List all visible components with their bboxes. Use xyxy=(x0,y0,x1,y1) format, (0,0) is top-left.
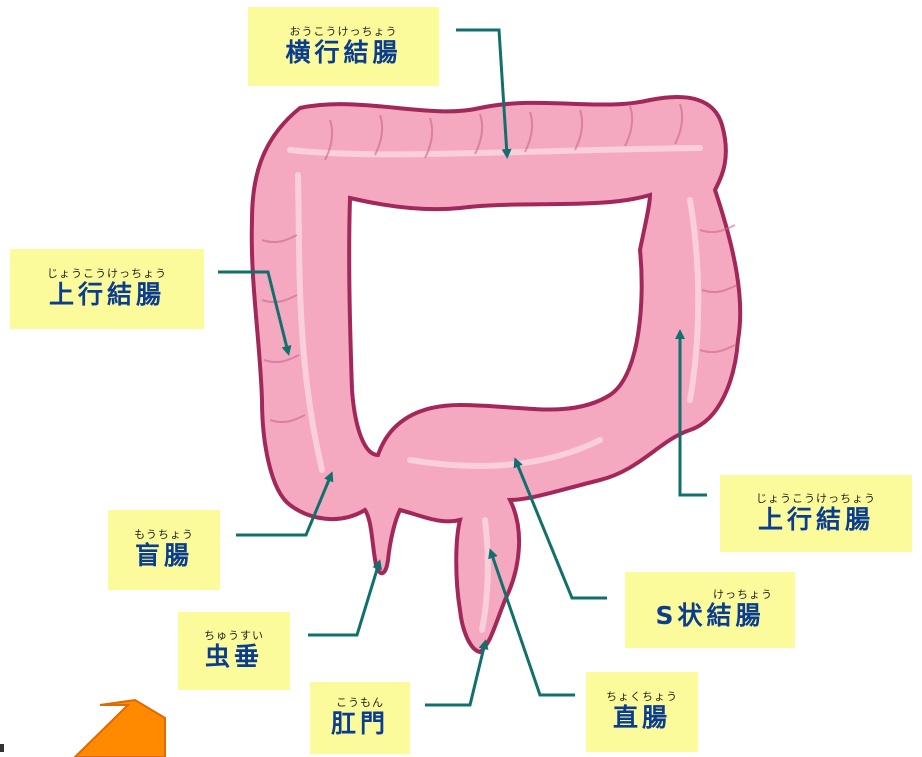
label-ruby: おうこうけっちょう xyxy=(290,26,398,38)
next-arrow-icon[interactable] xyxy=(75,700,165,757)
label-rectum: ちょくちょう 直腸 xyxy=(586,672,698,752)
label-ruby: じょうこうけっちょう xyxy=(47,268,167,280)
label-ruby: けっちょう xyxy=(713,589,773,601)
label-appendix: ちゅうすい 虫垂 xyxy=(178,612,290,690)
label-sigmoid-colon: けっちょう S状結腸 xyxy=(625,572,795,648)
label-text: 盲腸 xyxy=(135,541,193,571)
label-ascending-colon: じょうこうけっちょう 上行結腸 xyxy=(10,249,204,329)
label-transverse-colon: おうこうけっちょう 横行結腸 xyxy=(248,7,439,86)
label-text: 上行結腸 xyxy=(758,505,874,535)
label-ruby: じょうこうけっちょう xyxy=(756,493,876,505)
corner-mark xyxy=(0,744,4,752)
label-text: 横行結腸 xyxy=(285,38,401,68)
label-cecum: もうちょう 盲腸 xyxy=(108,510,220,590)
label-ruby: もうちょう xyxy=(134,529,194,541)
label-ruby: ちょくちょう xyxy=(606,691,678,703)
label-text: S状結腸 xyxy=(655,601,764,631)
label-ruby: ちゅうすい xyxy=(204,630,264,642)
label-text: 虫垂 xyxy=(205,642,263,672)
label-descending-colon: じょうこうけっちょう 上行結腸 xyxy=(720,475,912,552)
label-text: 直腸 xyxy=(613,703,671,733)
label-text: 肛門 xyxy=(331,709,389,739)
label-anus: こうもん 肛門 xyxy=(310,682,410,754)
label-ruby: こうもん xyxy=(336,697,384,709)
label-text: 上行結腸 xyxy=(49,280,165,310)
leader-appendix xyxy=(308,563,379,635)
